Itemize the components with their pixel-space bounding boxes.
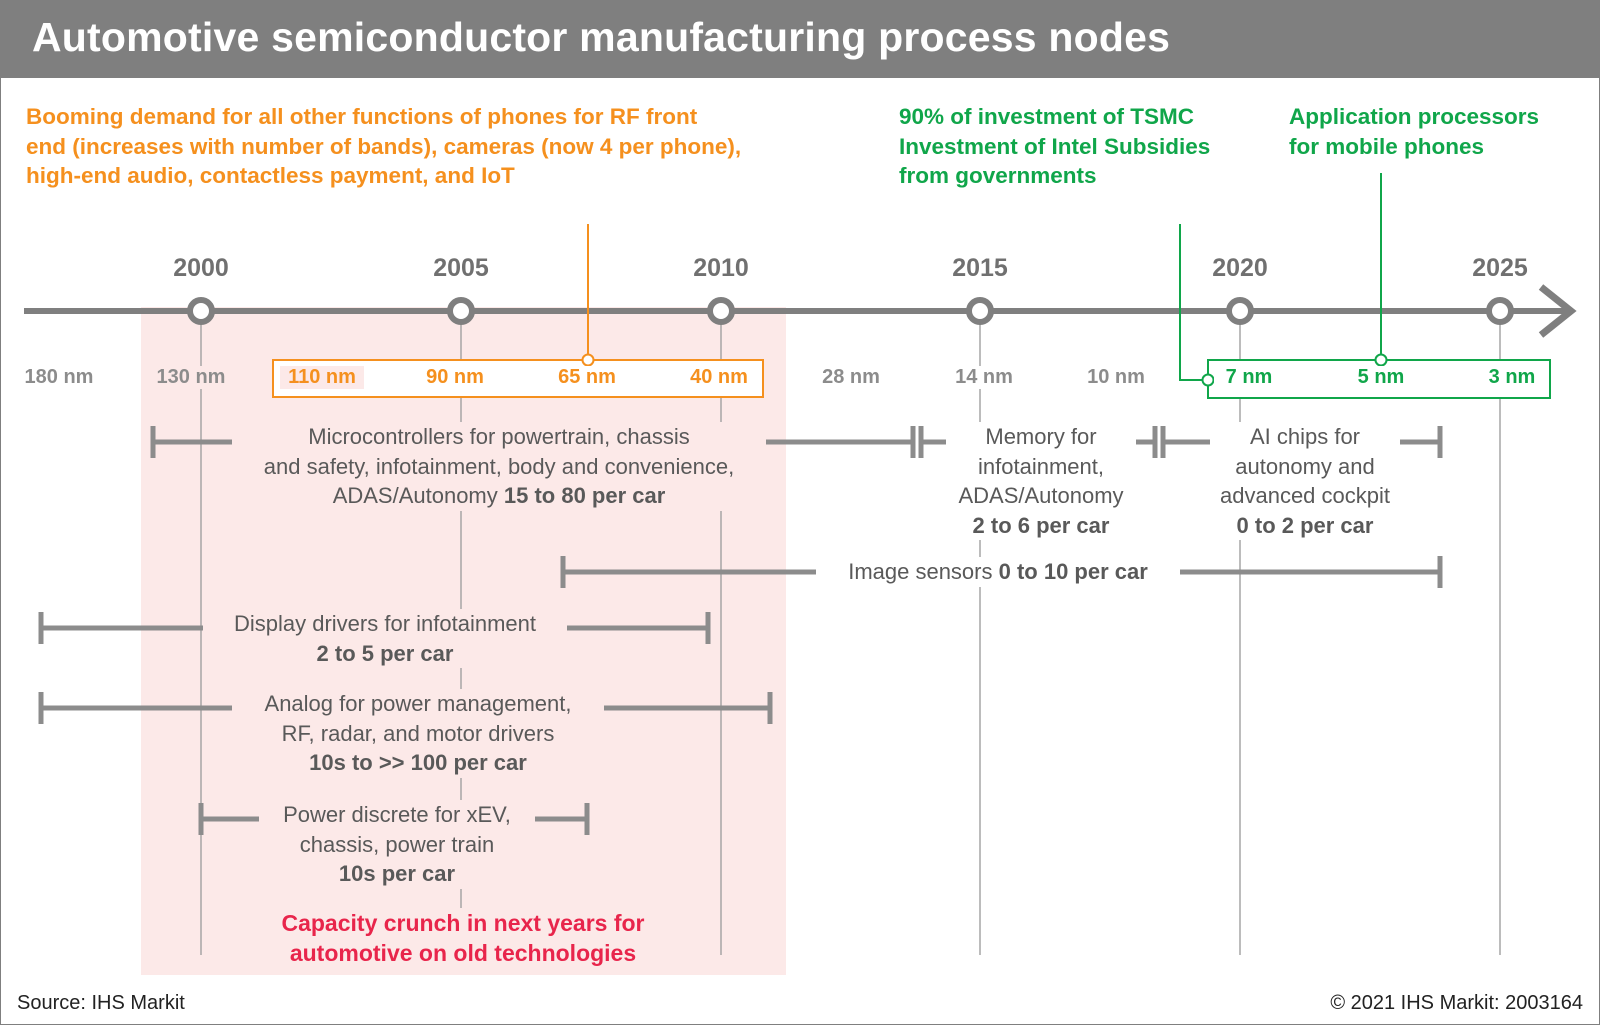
title-bar: Automotive semiconductor manufacturing p… <box>0 0 1600 78</box>
year-label-2025: 2025 <box>1472 254 1528 282</box>
node-label-180nm: 180 nm <box>9 366 109 389</box>
node-label-110nm: 110 nm <box>280 366 364 389</box>
node-label-14nm: 14 nm <box>944 366 1024 389</box>
node-label-65nm: 65 nm <box>547 366 627 389</box>
microcontrollers-line-1: Microcontrollers for powertrain, chassis <box>308 424 690 449</box>
microcontrollers-line-3-text: ADAS/Autonomy <box>332 483 504 508</box>
page-title: Automotive semiconductor manufacturing p… <box>32 14 1171 60</box>
year-label-2000: 2000 <box>173 254 229 282</box>
display-drivers-count: 2 to 5 per car <box>316 640 454 666</box>
memory-line-2: infotainment, <box>978 453 1104 479</box>
label-image-sensors: Image sensors 0 to 10 per car <box>816 557 1180 587</box>
analog-line-1: Analog for power management, <box>264 691 572 716</box>
timeline-arrow-icon <box>1538 284 1577 338</box>
tsmc-callout-line <box>1179 224 1208 381</box>
app-processor-callout-dot <box>1374 353 1388 367</box>
year-label-2015: 2015 <box>952 254 1008 282</box>
ai-chips-count: 0 to 2 per car <box>1236 512 1374 538</box>
label-power-discrete: Power discrete for xEV, chassis, power t… <box>259 800 535 889</box>
year-marker-2005 <box>447 297 475 325</box>
note-tsmc-investment: 90% of investment of TSMC Investment of … <box>899 104 1211 188</box>
image-sensors-count: 0 to 10 per car <box>998 559 1148 584</box>
year-marker-2000 <box>187 297 215 325</box>
microcontrollers-count: 15 to 80 per car <box>503 483 666 508</box>
label-display-drivers: Display drivers for infotainment 2 to 5 … <box>203 609 567 668</box>
node-label-90nm: 90 nm <box>415 366 495 389</box>
power-discrete-line-1: Power discrete for xEV, <box>283 802 511 827</box>
year-label-2010: 2010 <box>693 254 749 282</box>
tsmc-callout-dot <box>1201 373 1215 387</box>
image-sensors-text: Image sensors <box>848 559 999 584</box>
node-label-7nm: 7 nm <box>1214 366 1284 389</box>
display-drivers-line-1: Display drivers for infotainment <box>233 611 536 636</box>
analog-line-2: RF, radar, and motor drivers <box>281 720 555 746</box>
analog-count: 10s to >> 100 per car <box>309 750 527 775</box>
node-label-10nm: 10 nm <box>1087 366 1145 388</box>
label-microcontrollers: Microcontrollers for powertrain, chassis… <box>232 422 766 511</box>
capacity-crunch-label: Capacity crunch in next years for automo… <box>248 908 678 968</box>
ai-chips-line-2: autonomy and <box>1235 453 1375 479</box>
year-markers <box>187 297 1514 325</box>
memory-line-3: ADAS/Autonomy <box>958 483 1124 508</box>
microcontrollers-line-2: and safety, infotainment, body and conve… <box>263 453 735 479</box>
copyright-note: © 2021 IHS Markit: 2003164 <box>1330 992 1583 1014</box>
year-label-2020: 2020 <box>1212 254 1268 282</box>
power-discrete-count: 10s per car <box>338 861 456 886</box>
label-memory: Memory for infotainment, ADAS/Autonomy 2… <box>946 422 1136 540</box>
note-application-processors: Application processors for mobile phones <box>1289 104 1540 159</box>
year-marker-2025 <box>1486 297 1514 325</box>
microcontrollers-line-3: ADAS/Autonomy 15 to 80 per car <box>232 481 766 511</box>
power-discrete-line-2: chassis, power train <box>299 831 495 857</box>
node-label-28nm: 28 nm <box>822 366 880 388</box>
node-label-130nm: 130 nm <box>146 366 236 389</box>
memory-line-1: Memory for <box>985 424 1097 449</box>
ai-chips-line-1: AI chips for <box>1249 424 1361 449</box>
year-label-2005: 2005 <box>433 254 489 282</box>
source-note: Source: IHS Markit <box>17 992 185 1014</box>
ai-chips-line-3: advanced cockpit <box>1220 483 1390 508</box>
node-label-3nm: 3 nm <box>1477 366 1547 389</box>
year-marker-2010 <box>707 297 735 325</box>
year-marker-2015 <box>966 297 994 325</box>
year-marker-2020 <box>1226 297 1254 325</box>
memory-count: 2 to 6 per car <box>972 512 1110 538</box>
note-phones-demand: Booming demand for all other functions o… <box>26 104 742 188</box>
node-label-5nm: 5 nm <box>1346 366 1416 389</box>
label-ai-chips: AI chips for autonomy and advanced cockp… <box>1210 422 1400 540</box>
node-label-40nm: 40 nm <box>679 366 759 389</box>
label-analog: Analog for power management, RF, radar, … <box>232 689 604 778</box>
orange-callout-dot <box>581 353 595 367</box>
